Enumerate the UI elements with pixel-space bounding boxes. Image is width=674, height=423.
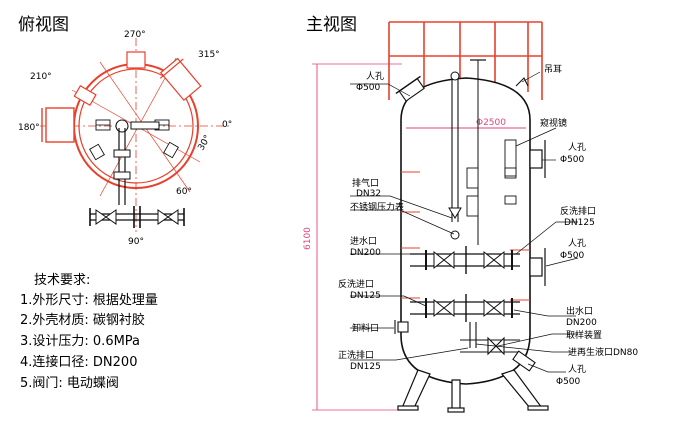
top-frame: [388, 21, 543, 100]
nozzle-270: [126, 51, 146, 69]
angle-180-label: 180°: [18, 123, 40, 133]
manhole-right1-size: Φ500: [560, 155, 585, 165]
bottom-pipes: [394, 320, 520, 356]
front-view: 6100 Φ2500: [303, 21, 638, 413]
outlet-size: DN200: [566, 318, 597, 328]
manhole-bottom-label: 人孔: [568, 364, 586, 375]
manhole-right-lower: [529, 248, 546, 286]
valve-right: [157, 208, 185, 226]
vessel-body: [400, 77, 531, 385]
manhole-right-upper: [529, 140, 546, 178]
front-view-title: 主视图: [306, 15, 357, 35]
requirement-item-4: 4.连接口径: DN200: [20, 354, 137, 370]
lifting-lug: [515, 77, 529, 87]
manhole-top-label: 人孔: [366, 71, 384, 82]
manhole-right1-label: 人孔: [568, 142, 586, 153]
vent-valve: [448, 207, 462, 219]
pressure-gauge: [450, 230, 460, 240]
angle-90-label: 90°: [128, 237, 144, 247]
regen-inlet-label: 进再生液口DN80: [568, 346, 638, 358]
angle-315-label: 315°: [198, 50, 220, 60]
manhole-bottom: [512, 350, 536, 372]
angle-30-label: 30°: [197, 134, 214, 153]
vessel-inner-circle: [78, 68, 194, 184]
backwash-outlet-label: 反洗排口: [560, 205, 596, 217]
manhole-bottom-size: Φ500: [556, 377, 581, 387]
nozzle-210: [73, 84, 97, 107]
vent-cap: [450, 71, 460, 81]
angle-270-label: 270°: [124, 30, 146, 40]
lifting-lug-label: 吊耳: [544, 64, 562, 75]
angle-0-label: 0°: [222, 120, 232, 130]
sight-glasses: [466, 139, 517, 217]
forward-drain-label: 正洗排口: [338, 349, 374, 361]
requirement-item-3: 3.设计压力: 0.6MPa: [20, 334, 140, 349]
sampler-label: 取样装置: [566, 329, 602, 341]
manhole-180: [45, 107, 75, 143]
manhole-right2-label: 人孔: [568, 238, 586, 249]
pipe-header: [130, 121, 160, 130]
vent-size: DN32: [356, 189, 381, 199]
sight-glass-label: 窥视镜: [540, 117, 567, 129]
outlet-label: 出水口: [566, 305, 593, 317]
requirement-item-1: 1.外形尺寸: 根据处理量: [20, 293, 158, 308]
manhole-315: [159, 57, 202, 102]
inlet-size: DN200: [350, 248, 381, 258]
requirements-block: 技术要求: 1.外形尺寸: 根据处理量 2.外壳材质: 碳钢衬胶 3.设计压力:…: [20, 273, 158, 391]
forward-drain-size: DN125: [350, 362, 381, 372]
support-legs: [397, 369, 549, 413]
gauge-label: 不锈钢压力表: [350, 201, 404, 213]
unload-label: 卸料口: [352, 322, 379, 334]
top-view: 270° 315° 210° 180° 0° 30° 60° 90°: [18, 30, 232, 247]
requirement-item-5: 5.阀门: 电动蝶阀: [20, 376, 119, 391]
outlet-header: [410, 294, 520, 322]
requirements-heading: 技术要求:: [34, 273, 90, 288]
diameter-label: Φ2500: [476, 118, 506, 128]
angle-60-label: 60°: [176, 187, 192, 197]
manhole-top-size: Φ500: [356, 83, 381, 93]
height-dimension-label: 6100: [303, 227, 313, 250]
inlet-label: 进水口: [350, 235, 377, 247]
requirement-item-2: 2.外壳材质: 碳钢衬胶: [20, 312, 145, 328]
backwash-inlet-label: 反洗进口: [338, 278, 374, 290]
center-loop: [115, 119, 129, 133]
bracket-right: [163, 141, 179, 159]
leader-lines: [350, 71, 579, 373]
bracket-left: [89, 143, 105, 161]
vent-label: 排气口: [352, 177, 379, 189]
manhole-right2-size: Φ500: [560, 251, 585, 261]
inlet-header: [410, 246, 520, 274]
top-view-title: 俯视图: [18, 15, 69, 35]
valve-mid: [133, 206, 141, 228]
angle-210-label: 210°: [30, 72, 52, 82]
backwash-outlet-size: DN125: [564, 218, 595, 228]
backwash-inlet-size: DN125: [350, 291, 381, 301]
valve-left: [89, 208, 117, 226]
